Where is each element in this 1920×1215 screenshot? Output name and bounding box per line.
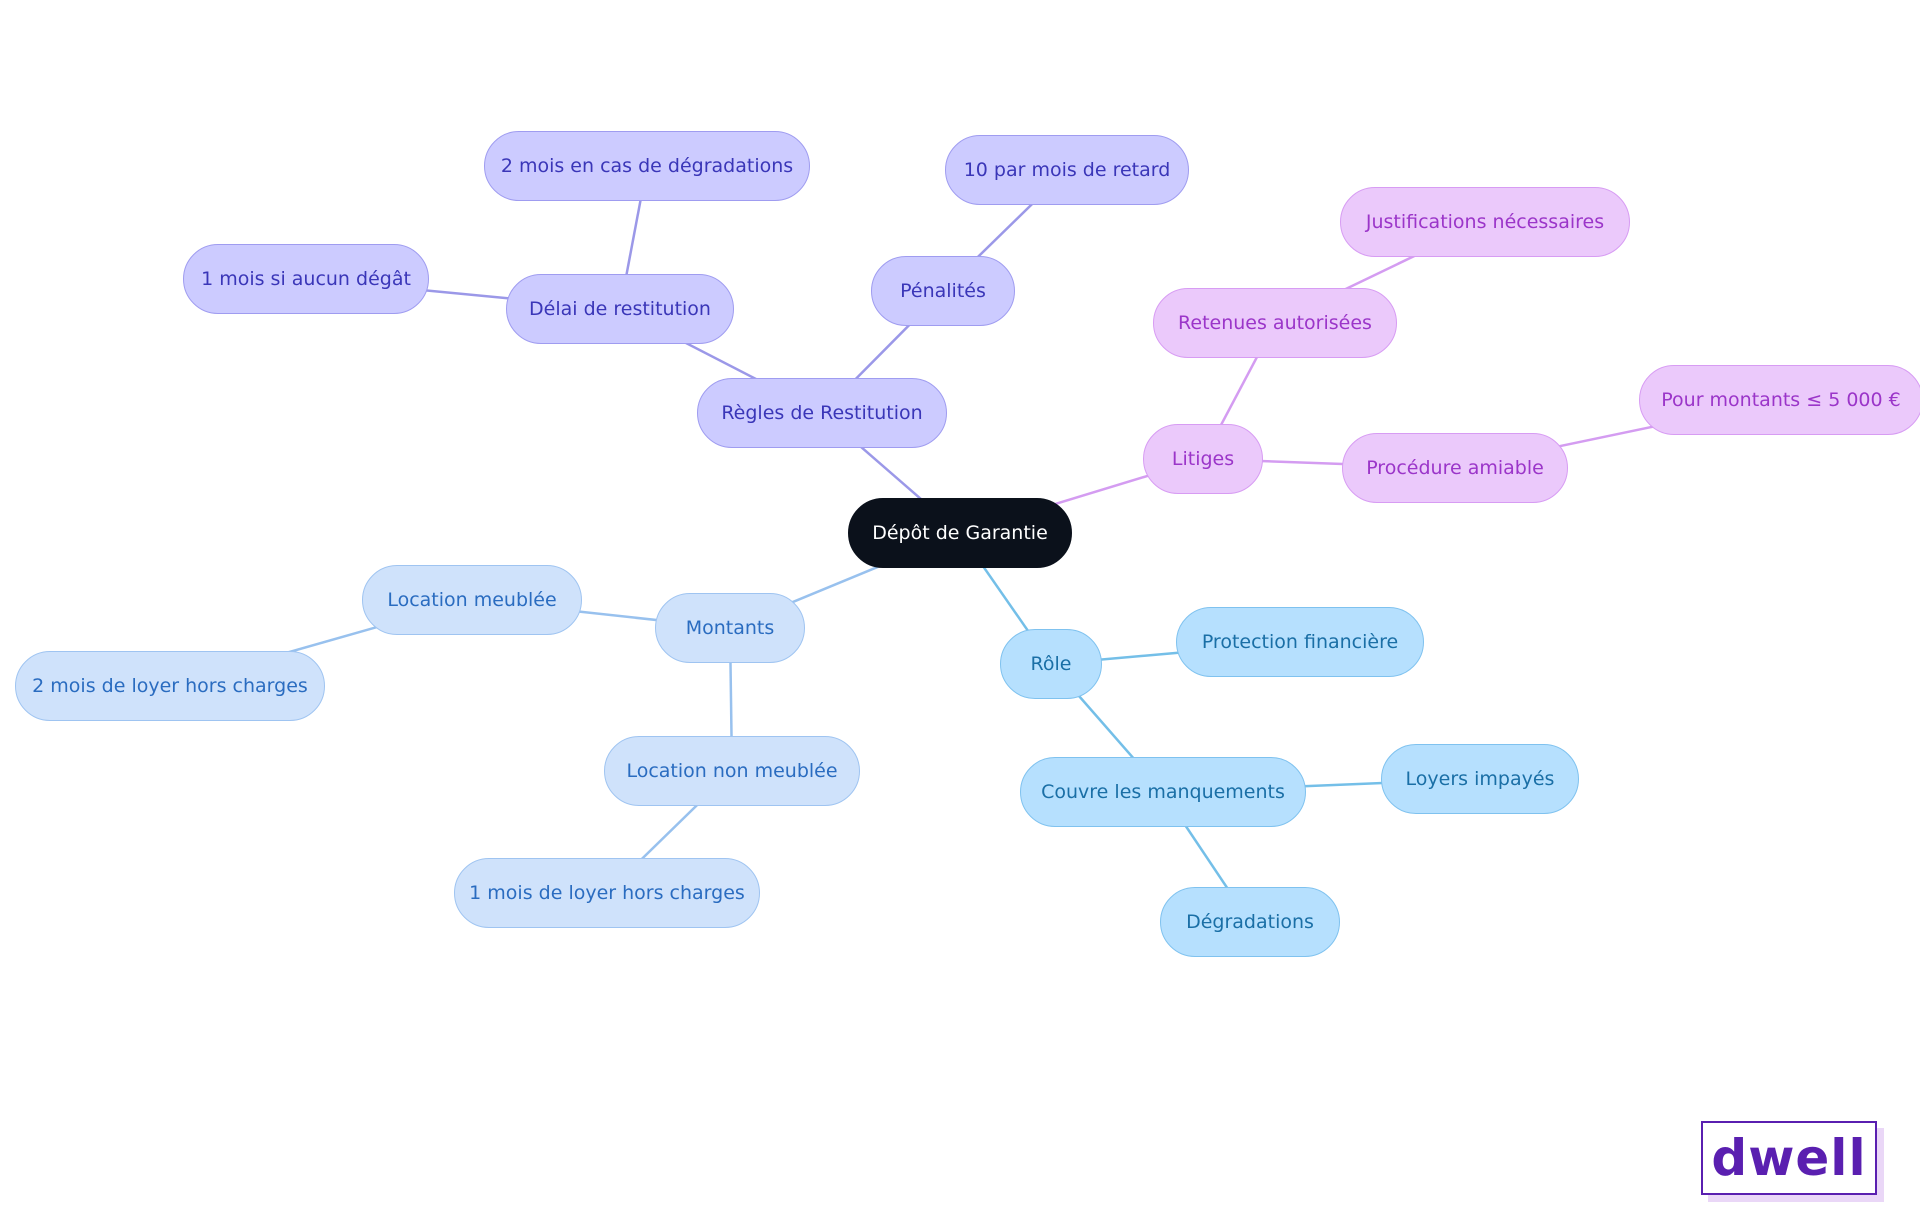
node-procedure: Procédure amiable bbox=[1342, 433, 1568, 503]
logo-text: dwell bbox=[1711, 1129, 1867, 1187]
dwell-logo: dwell bbox=[1701, 1121, 1877, 1195]
node-dix-par-mois: 10 par mois de retard bbox=[945, 135, 1189, 205]
node-deux-mois-degradations: 2 mois en cas de dégradations bbox=[484, 131, 810, 201]
node-un-mois-loyer: 1 mois de loyer hors charges bbox=[454, 858, 760, 928]
node-delai: Délai de restitution bbox=[506, 274, 734, 344]
node-root: Dépôt de Garantie bbox=[848, 498, 1072, 568]
node-degradations: Dégradations bbox=[1160, 887, 1340, 957]
node-retenues: Retenues autorisées bbox=[1153, 288, 1397, 358]
node-role: Rôle bbox=[1000, 629, 1102, 699]
node-non-meublee: Location non meublée bbox=[604, 736, 860, 806]
node-deux-mois-loyer: 2 mois de loyer hors charges bbox=[15, 651, 325, 721]
node-regles: Règles de Restitution bbox=[697, 378, 947, 448]
node-justifications: Justifications nécessaires bbox=[1340, 187, 1630, 257]
node-penalites: Pénalités bbox=[871, 256, 1015, 326]
node-meublee: Location meublée bbox=[362, 565, 582, 635]
node-protection: Protection financière bbox=[1176, 607, 1424, 677]
node-loyers: Loyers impayés bbox=[1381, 744, 1579, 814]
node-litiges: Litiges bbox=[1143, 424, 1263, 494]
node-couvre: Couvre les manquements bbox=[1020, 757, 1306, 827]
node-montants-5000: Pour montants ≤ 5 000 € bbox=[1639, 365, 1920, 435]
node-un-mois-aucun: 1 mois si aucun dégât bbox=[183, 244, 429, 314]
node-montants: Montants bbox=[655, 593, 805, 663]
